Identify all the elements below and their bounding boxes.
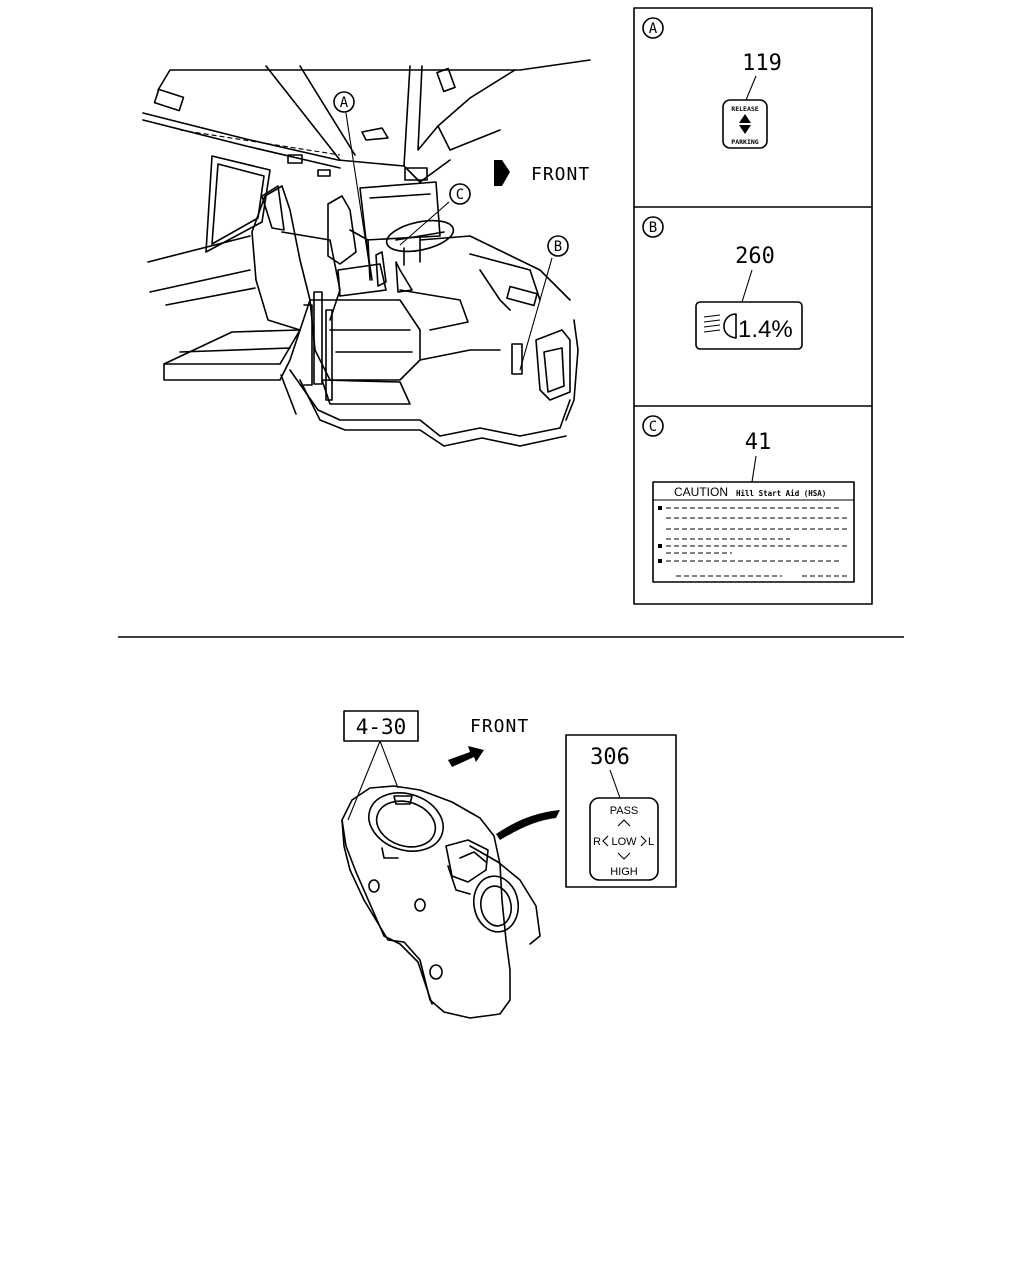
caret-down-icon bbox=[617, 852, 631, 860]
parking-text: PARKING bbox=[731, 138, 758, 146]
headlight-leveling-label-plate bbox=[695, 301, 803, 350]
caution-heading: CAUTION bbox=[674, 485, 728, 499]
detail-panel-c: C 41 CAUTION Hill Start Aid (HSA) bbox=[642, 415, 855, 583]
arrow-up-icon bbox=[739, 114, 751, 123]
lower-front-arrow-icon bbox=[448, 746, 484, 767]
caution-label-plate bbox=[652, 481, 855, 583]
callout-b-label: B bbox=[554, 239, 562, 255]
combination-switch-bracket bbox=[341, 785, 541, 1019]
leader-arrow-icon bbox=[496, 810, 560, 840]
lower-reference: 4-30 bbox=[343, 710, 419, 821]
reference-number: 4-30 bbox=[356, 715, 407, 739]
bullet-icon bbox=[658, 559, 662, 563]
caution-subheading: Hill Start Aid (HSA) bbox=[736, 489, 826, 498]
bullet-icon bbox=[658, 506, 662, 510]
high-text: HIGH bbox=[610, 866, 638, 878]
front-arrow-icon bbox=[494, 160, 510, 186]
callout-c-label: C bbox=[456, 187, 464, 203]
panel-c-part-number: 41 bbox=[745, 430, 772, 455]
front-label: FRONT bbox=[531, 164, 590, 185]
panel-b-part-number: 260 bbox=[735, 244, 775, 269]
panel-b-key: B bbox=[649, 220, 657, 236]
reference-box bbox=[343, 710, 419, 742]
detail-panel-a: A 119 RELEASE PARKING bbox=[642, 17, 782, 149]
release-text: RELEASE bbox=[731, 105, 758, 113]
callout-b-marker: B bbox=[547, 235, 569, 257]
headlight-icon bbox=[703, 313, 737, 339]
lower-front-indicator: FRONT bbox=[448, 716, 529, 767]
detail-panels bbox=[633, 7, 873, 605]
panel-a-key: A bbox=[649, 21, 658, 37]
pass-text: PASS bbox=[610, 805, 639, 817]
callout-a-marker: A bbox=[333, 91, 355, 113]
parking-brake-label-plate bbox=[722, 99, 768, 149]
lower-front-label: FRONT bbox=[470, 716, 529, 737]
arrow-down-icon bbox=[739, 125, 751, 134]
caret-left-icon bbox=[602, 835, 609, 847]
caret-up-icon bbox=[617, 819, 631, 827]
r-text: R bbox=[593, 836, 601, 848]
callout-a-label: A bbox=[340, 95, 349, 111]
cab-interior-illustration bbox=[142, 59, 591, 447]
detail-panel-b: B 260 1.4% bbox=[642, 216, 803, 350]
panel-a-part-number: 119 bbox=[742, 51, 782, 76]
low-text: LOW bbox=[611, 836, 637, 848]
light-switch-label-plate bbox=[589, 797, 659, 881]
front-direction-indicator: FRONT bbox=[494, 160, 590, 186]
callout-c-marker: C bbox=[449, 183, 471, 205]
leveling-value: 1.4% bbox=[738, 316, 793, 343]
panel-c-key: C bbox=[649, 419, 657, 435]
caution-text-lines bbox=[658, 506, 850, 577]
caret-right-icon bbox=[640, 835, 647, 847]
panel-306-part-number: 306 bbox=[590, 745, 630, 770]
detail-panel-306: 306 PASS R LOW L HIGH bbox=[565, 734, 677, 888]
bullet-icon bbox=[658, 544, 662, 548]
l-text: L bbox=[648, 836, 654, 848]
